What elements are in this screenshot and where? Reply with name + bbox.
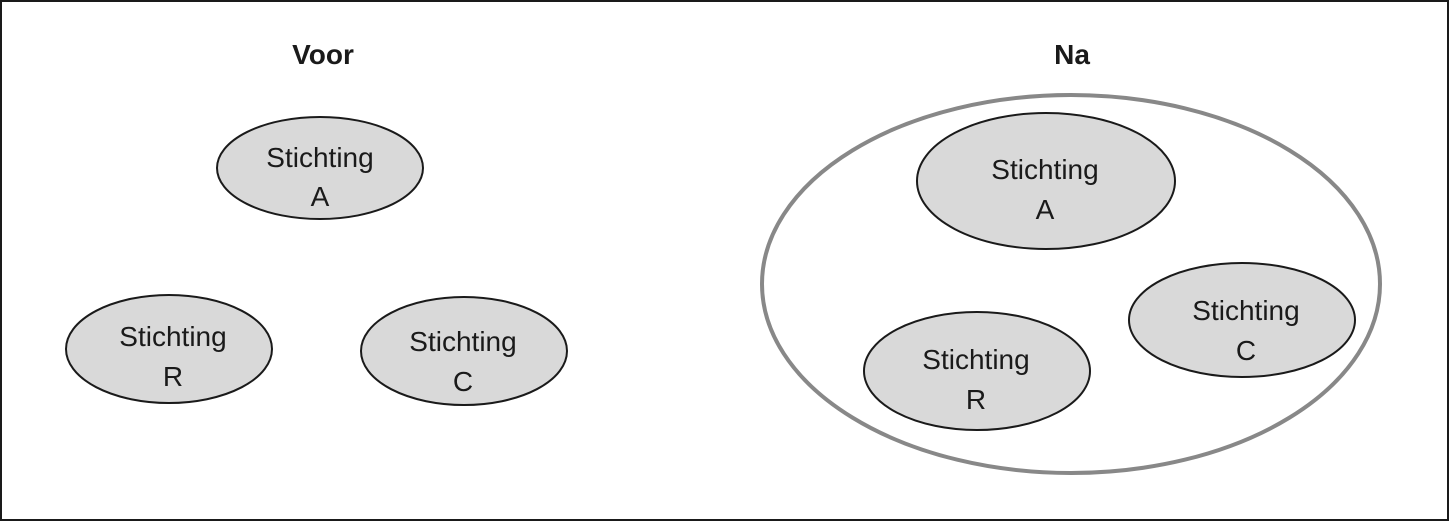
node-before-r-line1: Stichting: [119, 321, 226, 352]
node-after-r-line2: R: [966, 384, 986, 415]
node-after-a-line2: A: [1036, 194, 1055, 225]
node-before-c-line1: Stichting: [409, 326, 516, 357]
merged-group-ellipse: [760, 93, 1382, 475]
node-before-r: Stichting R: [65, 294, 273, 404]
panel-after: Na Stichting A Stichting R Stichting C: [760, 39, 1382, 475]
node-after-r-shape: [863, 311, 1091, 431]
node-after-a-line1: Stichting: [991, 154, 1098, 185]
node-before-a-shape: [216, 116, 424, 220]
node-before-r-shape: [65, 294, 273, 404]
node-after-c-line2: C: [1236, 335, 1256, 366]
node-before-c-line2: C: [453, 366, 473, 397]
node-after-c: Stichting C: [1128, 262, 1356, 378]
node-before-a-line2: A: [311, 181, 330, 212]
node-before-r-line2: R: [163, 361, 183, 392]
node-before-a-line1: Stichting: [266, 142, 373, 173]
node-after-c-line1: Stichting: [1192, 295, 1299, 326]
node-after-a: Stichting A: [916, 112, 1176, 250]
node-after-r: Stichting R: [863, 311, 1091, 431]
node-before-a: Stichting A: [216, 116, 424, 220]
node-before-c: Stichting C: [360, 296, 568, 406]
panel-before: Voor Stichting A Stichting R Stichting C: [65, 39, 568, 406]
panel-after-heading: Na: [1054, 39, 1090, 70]
node-before-c-shape: [360, 296, 568, 406]
panel-before-heading: Voor: [292, 39, 354, 70]
node-after-a-shape: [916, 112, 1176, 250]
node-after-r-line1: Stichting: [922, 344, 1029, 375]
node-after-c-shape: [1128, 262, 1356, 378]
